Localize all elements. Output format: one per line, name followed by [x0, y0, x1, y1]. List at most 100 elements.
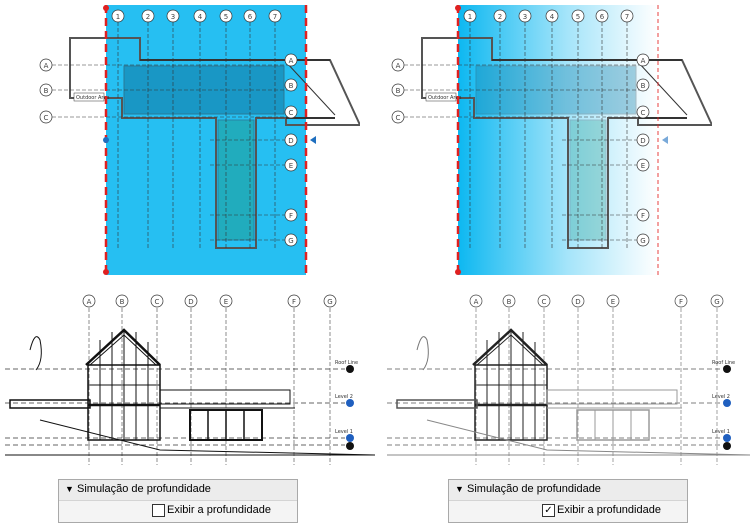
elevation-drawing	[387, 328, 750, 456]
show-depth-checkbox[interactable]: ✓	[542, 504, 555, 517]
show-depth-label: Exibir a profundidade	[557, 504, 661, 516]
grid-label: G	[640, 237, 645, 245]
grid-label: C	[396, 114, 401, 122]
grid-label: B	[289, 82, 294, 90]
grid-label: B	[120, 298, 125, 306]
panel-header[interactable]: ▼ Simulação de profundidade	[59, 480, 297, 501]
grid-label: B	[44, 87, 49, 95]
grid-label: F	[679, 298, 683, 306]
elevation-view-left[interactable]: A B C D E F G	[0, 290, 375, 470]
level-lines	[387, 368, 722, 446]
grid-label: 2	[146, 13, 150, 21]
depth-cueing-panel-right: ▼ Simulação de profundidade ✓ Exibir a p…	[448, 479, 688, 523]
grid-label: F	[292, 298, 296, 306]
room-tag-box	[73, 92, 105, 102]
grid-label: C	[542, 298, 547, 306]
grid-label: D	[575, 298, 580, 306]
drag-arrow-icon[interactable]	[662, 136, 668, 144]
grid-label: A	[396, 62, 401, 70]
collapse-triangle-icon[interactable]: ▼	[65, 484, 74, 494]
grid-label: 7	[625, 13, 629, 21]
grid-label: C	[155, 298, 160, 306]
level-label: Roof Line	[335, 360, 358, 366]
grid-label: F	[289, 212, 293, 220]
show-depth-checkbox[interactable]	[152, 504, 165, 517]
grid-label: G	[327, 298, 332, 306]
grid-label: B	[507, 298, 512, 306]
grid-label: 6	[248, 13, 253, 21]
grid-bubbles-left	[39, 58, 53, 124]
grid-label: 3	[171, 13, 175, 21]
panel-header[interactable]: ▼ Simulação de profundidade	[449, 480, 687, 501]
level-label: Level 2	[335, 394, 353, 400]
grid-label: D	[288, 137, 293, 145]
grid-label: A	[289, 57, 294, 65]
grid-label: C	[289, 109, 294, 117]
elevation-drawing	[5, 328, 375, 456]
grid-label: D	[640, 137, 645, 145]
grid-label: D	[188, 298, 193, 306]
show-depth-label: Exibir a profundidade	[167, 504, 271, 516]
elevation-view-right[interactable]: A B C D E F G	[382, 290, 750, 470]
level-label: Roof Line	[712, 360, 735, 366]
grid-label: E	[611, 298, 615, 306]
depth-cueing-panel-left: ▼ Simulação de profundidade Exibir a pro…	[58, 479, 298, 523]
show-depth-row[interactable]: Exibir a profundidade	[59, 501, 297, 521]
grid-label: B	[641, 82, 646, 90]
panel-title: Simulação de profundidade	[467, 483, 601, 495]
grid-bubbles-right	[636, 53, 650, 247]
grid-lines	[475, 308, 718, 465]
drag-handle[interactable]	[103, 269, 109, 275]
grid-label: E	[224, 298, 228, 306]
drag-handle[interactable]	[103, 5, 109, 11]
grid-label: E	[641, 162, 645, 170]
grid-label: 3	[523, 13, 527, 21]
grid-label: G	[714, 298, 719, 306]
level-tag-icons	[346, 365, 354, 450]
grid-label: G	[288, 237, 293, 245]
collapse-triangle-icon[interactable]: ▼	[455, 484, 464, 494]
room-tag-box	[425, 92, 457, 102]
drag-handle[interactable]	[455, 269, 461, 275]
panel-title: Simulação de profundidade	[77, 483, 211, 495]
level-lines	[5, 368, 345, 446]
grid-label: C	[641, 109, 646, 117]
grid-bubbles	[469, 294, 724, 308]
grid-label: 5	[576, 13, 580, 21]
grid-bubbles-right	[284, 53, 298, 247]
grid-bubbles	[82, 294, 337, 308]
grid-label: 7	[273, 13, 277, 21]
grid-label: B	[396, 87, 401, 95]
grid-bubbles-left	[391, 58, 405, 124]
grid-label: 4	[550, 13, 555, 21]
grid-lines	[88, 308, 331, 465]
grid-label: A	[474, 298, 479, 306]
grid-lines	[404, 22, 647, 250]
drag-arrow-icon[interactable]	[310, 136, 316, 144]
level-tag-icons	[723, 365, 731, 450]
drag-handle[interactable]	[455, 5, 461, 11]
grid-label: 1	[468, 13, 472, 21]
grid-label: 4	[198, 13, 203, 21]
level-label: Level 2	[712, 394, 730, 400]
grid-label: E	[289, 162, 293, 170]
grid-label: A	[87, 298, 92, 306]
show-depth-row[interactable]: ✓ Exibir a profundidade	[449, 501, 687, 521]
grid-label: 5	[224, 13, 228, 21]
grid-bubbles-top	[111, 9, 282, 23]
plan-view-right[interactable]: 1 2 3 4 5 6 7 A B C A B C D E F G Outdoo…	[382, 0, 712, 280]
grid-label: C	[44, 114, 49, 122]
drag-handle[interactable]	[103, 137, 109, 143]
level-label: Level 1	[712, 429, 730, 435]
grid-label: A	[641, 57, 646, 65]
room-tag: Outdoor Area	[76, 95, 110, 101]
level-label: Level 1	[335, 429, 353, 435]
grid-label: F	[641, 212, 645, 220]
grid-bubbles-top	[463, 9, 634, 23]
grid-label: A	[44, 62, 49, 70]
grid-label: 6	[600, 13, 605, 21]
plan-view-left[interactable]: 1 2 3 4 5 6 7 A B C A B C D E F G Outdoo…	[30, 0, 360, 280]
room-tag: Outdoor Area	[428, 95, 462, 101]
grid-label: 2	[498, 13, 502, 21]
grid-label: 1	[116, 13, 120, 21]
